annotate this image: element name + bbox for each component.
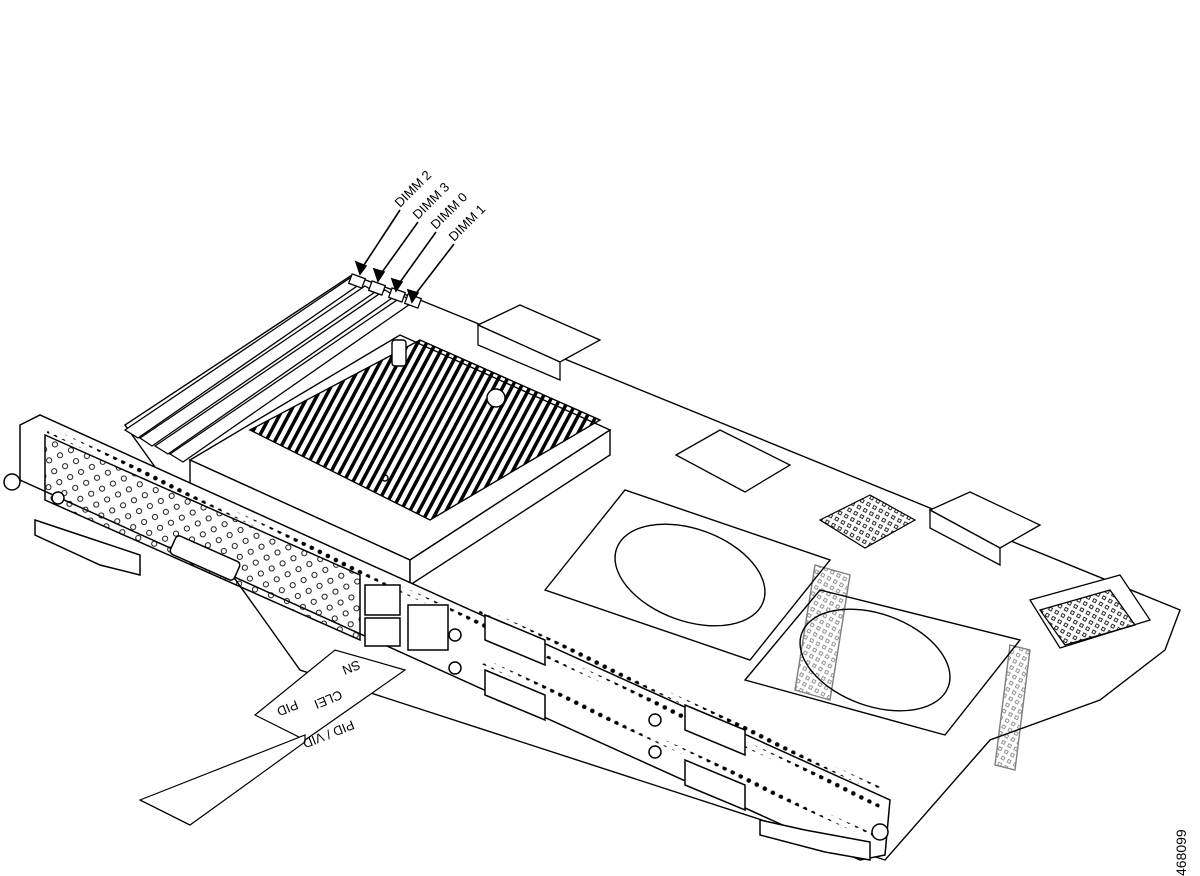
pull-tab: [138, 649, 407, 826]
figure-number: 468099: [1173, 829, 1189, 876]
front-panel: [3, 414, 891, 861]
ejector-levers: [34, 518, 871, 861]
tag-label-sn: SN: [340, 657, 362, 678]
board-connectors: [476, 304, 1152, 649]
cpu-heatsink: [188, 334, 612, 587]
dimm-slots: [123, 273, 423, 463]
chipset-heatsink: [818, 494, 917, 549]
dimm-callout-labels: DIMM 2 DIMM 3 DIMM 0 DIMM 1: [392, 167, 489, 244]
dimm-callout-leaders: [354, 209, 455, 304]
drive-bays: [543, 489, 1031, 771]
